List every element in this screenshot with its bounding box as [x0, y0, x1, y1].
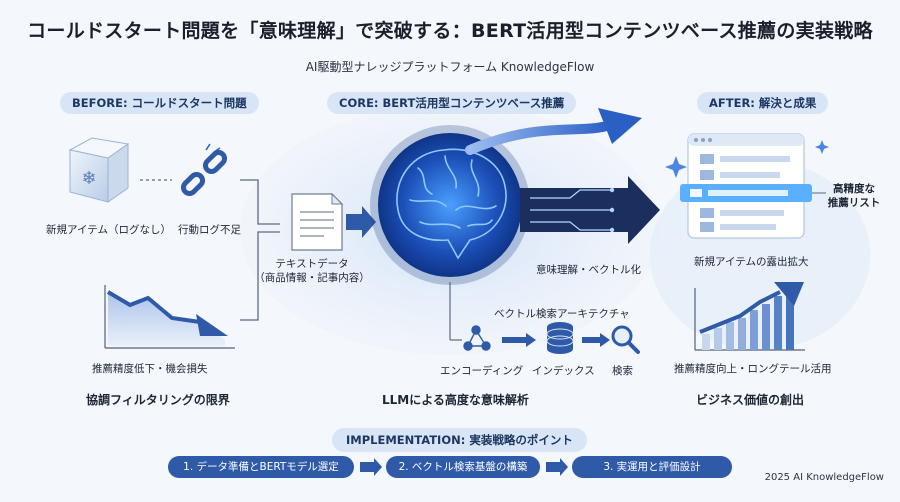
before-summary: 協調フィルタリングの限界 [86, 393, 230, 407]
growth-label: 推薦精度向上・ロングテール活用 [674, 363, 832, 375]
text-data-sub: （商品情報・記事内容） [254, 272, 370, 284]
page-title: コールドスタート問題を「意味理解」で突破する：BERT活用型コンテンツベース推薦… [27, 20, 873, 42]
step-1: 1. データ準備とBERTモデル選定 [168, 456, 354, 478]
no-log-label: 行動ログ不足 [178, 224, 241, 236]
step-2: 2. ベクトル検索基盤の構築 [386, 456, 540, 478]
growth-chart-icon [694, 282, 805, 351]
page-subtitle: AI駆動型ナレッジプラットフォーム KnowledgeFlow [305, 60, 595, 74]
vector-label: 意味理解・ベクトル化 [536, 264, 641, 276]
encoding-network-icon [463, 325, 491, 351]
exposure-label: 新規アイテムの露出拡大 [694, 256, 809, 268]
decline-chart-icon [104, 285, 235, 349]
text-data-label: テキストデータ [275, 258, 349, 270]
core-header: CORE: BERT活用型コンテンツベース推薦 [327, 92, 577, 114]
decline-label: 推薦精度低下・機会損失 [92, 363, 208, 375]
circuit-lines-icon [530, 189, 610, 231]
brain-icon [396, 148, 507, 260]
list-label: 高精度な 推薦リスト [827, 183, 881, 209]
index-label: インデックス [532, 365, 595, 377]
sparkle-icon [665, 140, 829, 178]
svg-text:❄: ❄ [81, 168, 96, 189]
new-item-label: 新規アイテム（ログなし） [46, 224, 171, 236]
step-3: 3. 実運用と評価設計 [572, 456, 732, 478]
search-label: 検索 [612, 365, 633, 377]
text-document-icon [291, 192, 344, 251]
ice-cube-icon: ❄ [68, 137, 130, 203]
core-summary: LLMによる高度な意味解析 [382, 393, 529, 407]
before-header: BEFORE: コールドスタート問題 [60, 92, 259, 114]
implementation-header: IMPLEMENTATION: 実装戦略のポイント [332, 428, 587, 452]
broken-chain-icon [180, 149, 228, 197]
after-summary: ビジネス価値の創出 [696, 393, 805, 407]
arch-label: ベクトル検索アーキテクチャ [494, 308, 630, 320]
magnifier-icon [611, 325, 640, 354]
after-header: AFTER: 解決と成果 [697, 92, 829, 114]
encoding-label: エンコーディング [440, 365, 524, 377]
recommendation-list-window [680, 133, 812, 239]
database-icon [546, 322, 574, 354]
footer-credit: 2025 AI KnowledgeFlow [764, 472, 884, 483]
